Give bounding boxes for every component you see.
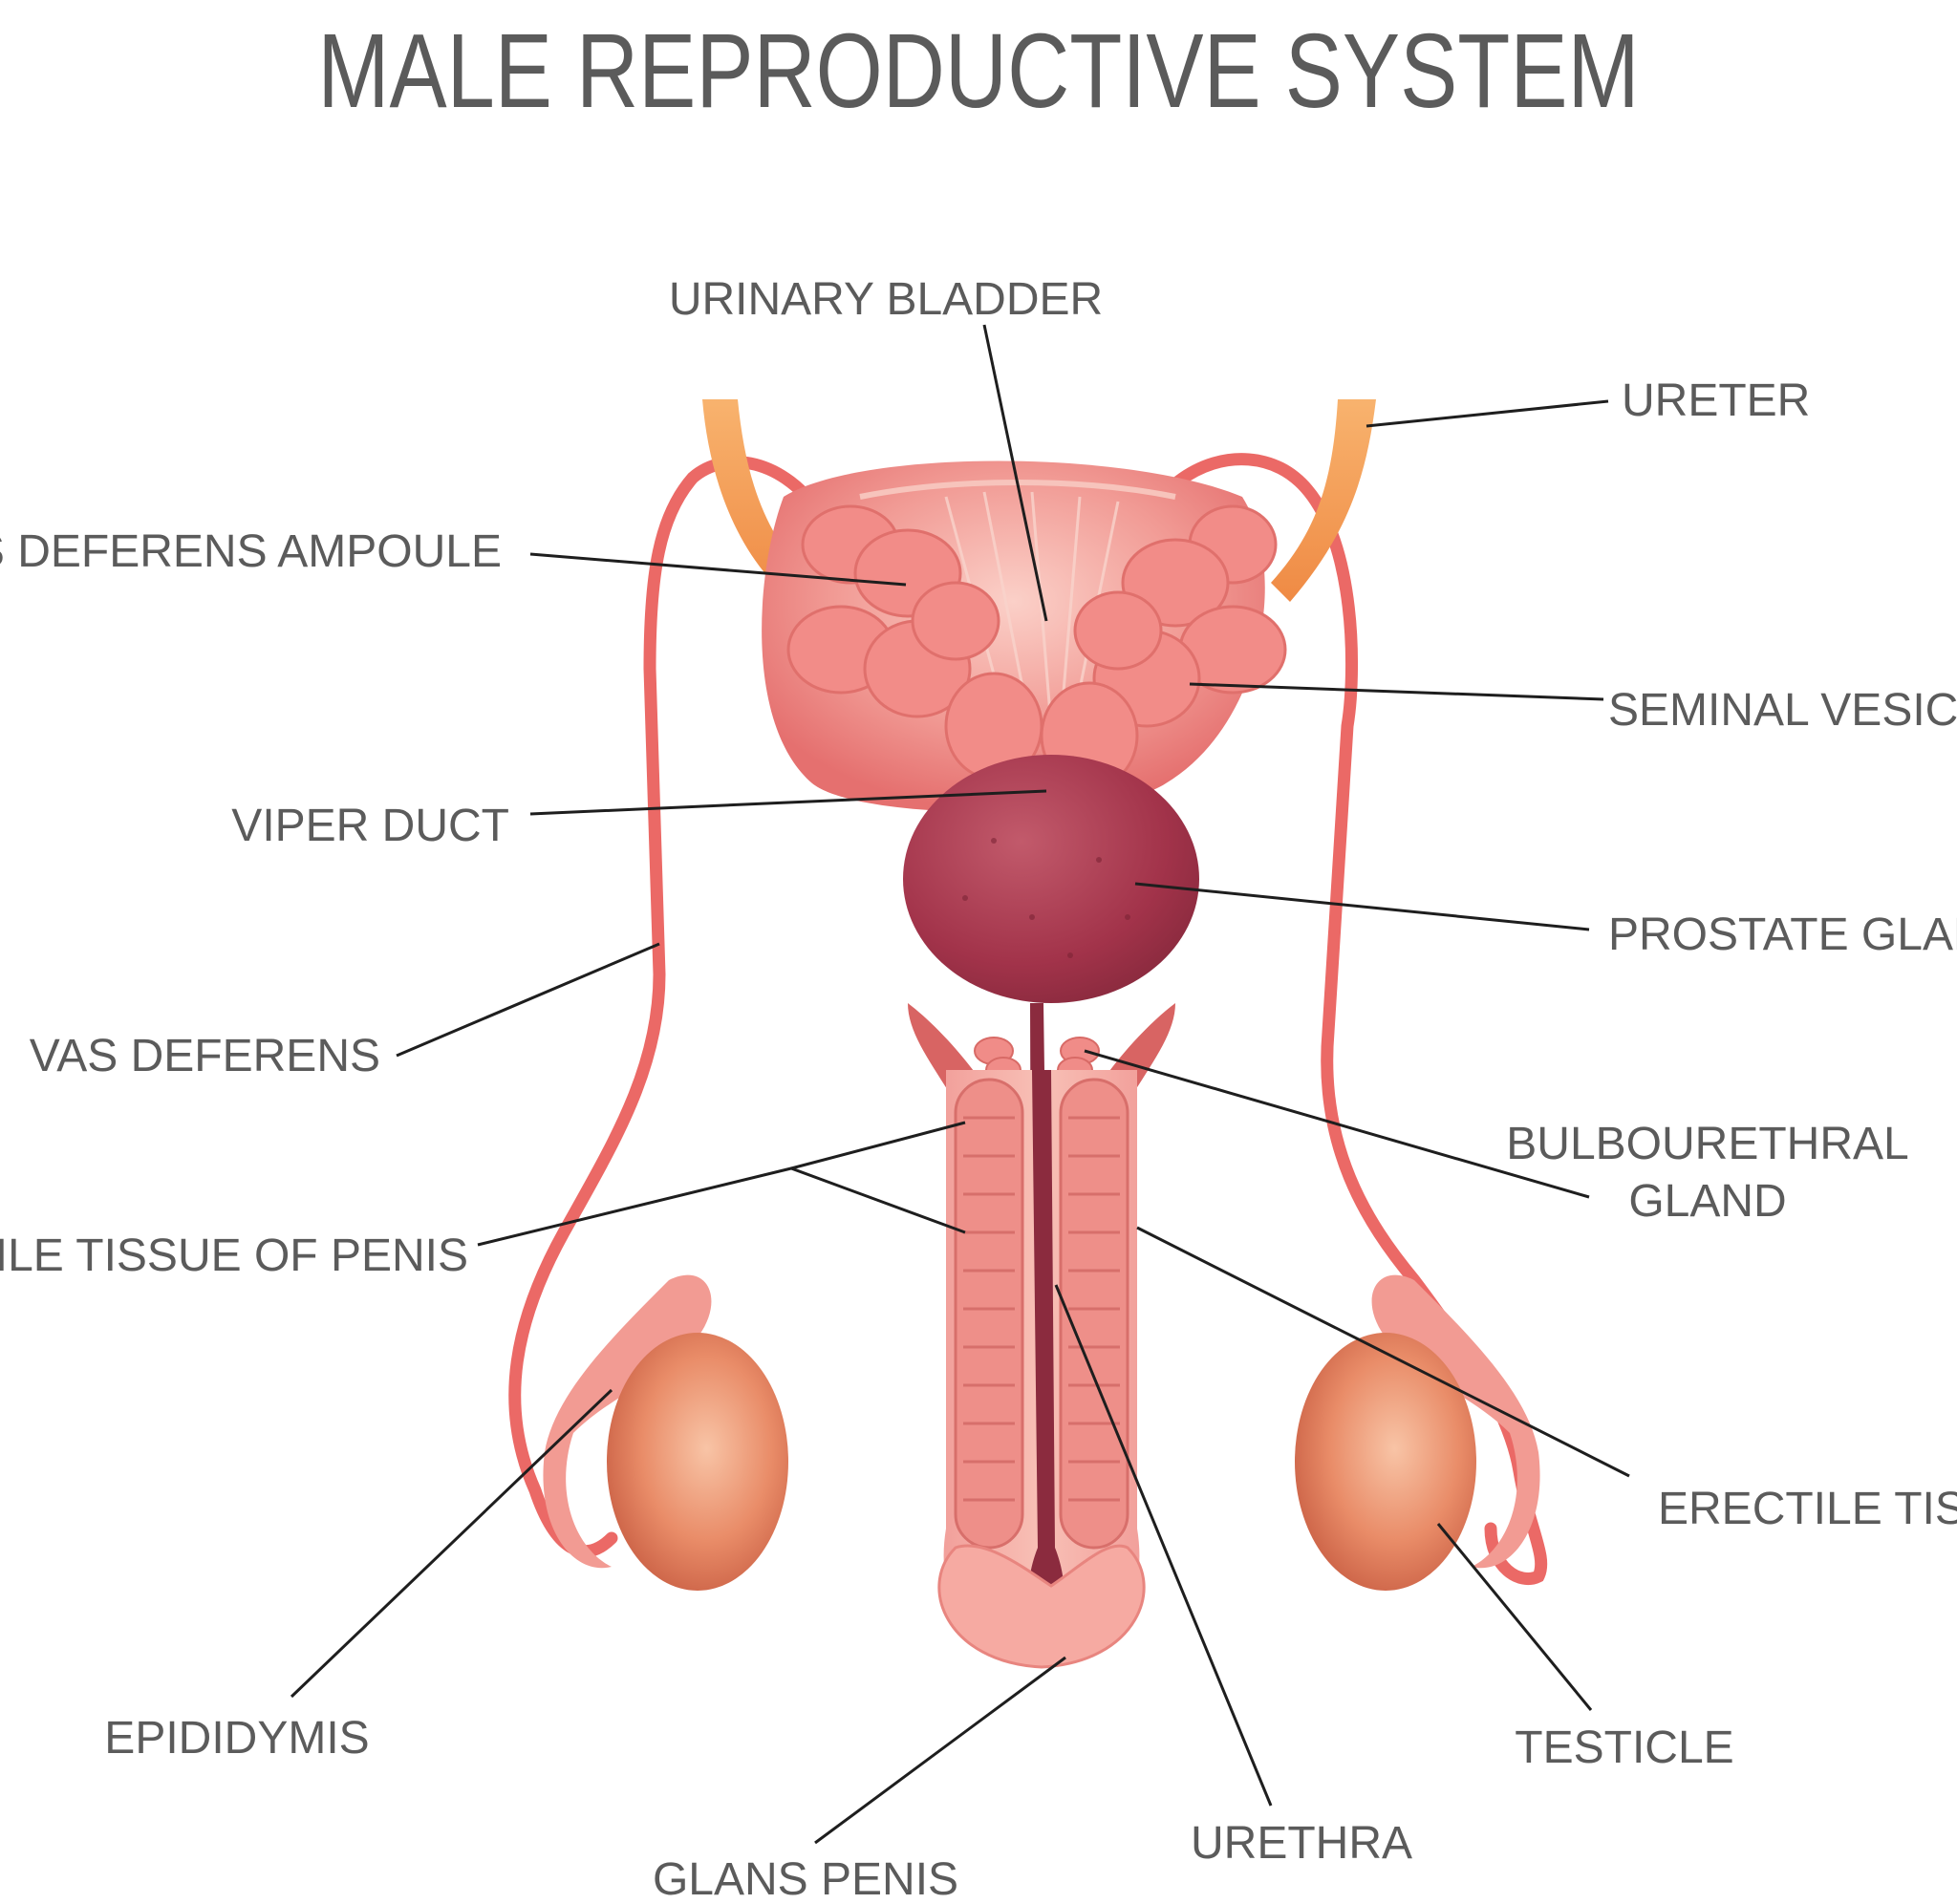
label-bulbourethral-line2: GLAND: [1628, 1176, 1786, 1227]
leader-ureter: [1366, 399, 1609, 428]
label-erectile-tissue: ERECTILE TISSUE: [1658, 1484, 1957, 1534]
leader-testicle: [1436, 1523, 1593, 1711]
ureter-right: [1271, 399, 1376, 602]
anatomy-illustration: [508, 399, 1548, 1669]
leader-vas-deferens: [396, 942, 660, 1058]
leader-urethra: [1054, 1284, 1273, 1807]
vas-deferens-left: [508, 456, 828, 1558]
label-urinary-bladder: URINARY BLADDER: [669, 274, 1103, 325]
seminal-vesicle-left: [786, 504, 1043, 781]
label-testicle: TESTICLE: [1515, 1722, 1733, 1773]
testicle-left-shape: [607, 1333, 788, 1591]
seminal-vesicle-right: [1040, 504, 1287, 790]
label-seminal-vesicle: SEMINAL VESICLE: [1608, 685, 1957, 736]
vas-deferens-right: [1140, 453, 1548, 1585]
leader-epididymis: [290, 1388, 613, 1699]
leader-prostate-gland: [1134, 882, 1590, 931]
diagram-title: MALE REPRODUCTIVE SYSTEM: [317, 12, 1640, 130]
label-glans-penis: GLANS PENIS: [653, 1854, 958, 1904]
glans-penis-shape: [937, 1544, 1146, 1669]
leader-seminal-vesicle: [1189, 682, 1604, 701]
label-bulbourethral-line1: BULBOURETHRAL: [1506, 1119, 1908, 1169]
erectile-column-left: [954, 1078, 1024, 1550]
leader-bulbourethral-gland: [1084, 1049, 1590, 1199]
leader-erectile-tissue-of-penis: [477, 1166, 966, 1247]
leader-urinary-bladder: [982, 324, 1048, 622]
label-epididymis: EPIDIDYMIS: [104, 1713, 369, 1764]
leader-glans-penis: [814, 1656, 1066, 1845]
label-ureter: URETER: [1622, 375, 1810, 426]
label-vas-deferens-ampoule: VAS DEFERENS AMPOULE: [0, 526, 502, 577]
label-vas-deferens: VAS DEFERENS: [30, 1031, 380, 1081]
label-urethra: URETHRA: [1191, 1818, 1412, 1869]
prostate-gland-shape: [903, 755, 1199, 1003]
leader-lines: [290, 324, 1630, 1845]
leader-viper-duct: [529, 789, 1047, 816]
leader-erectile-tissue: [1136, 1226, 1630, 1478]
testicle-right-shape: [1295, 1333, 1476, 1591]
erectile-column-right: [1059, 1078, 1129, 1550]
label-erectile-tissue-of-penis: ERECTILE TISSUE OF PENIS: [0, 1230, 468, 1281]
leader-vas-deferens-ampoule: [529, 552, 907, 587]
label-prostate-gland: PROSTATE GLAND: [1608, 909, 1957, 960]
labels: URINARY BLADDER URETER VAS DEFERENS AMPO…: [0, 274, 1957, 1904]
leader-erectile-tissue-of-penis-upper: [790, 1121, 966, 1170]
label-viper-duct: VIPER DUCT: [231, 801, 509, 851]
